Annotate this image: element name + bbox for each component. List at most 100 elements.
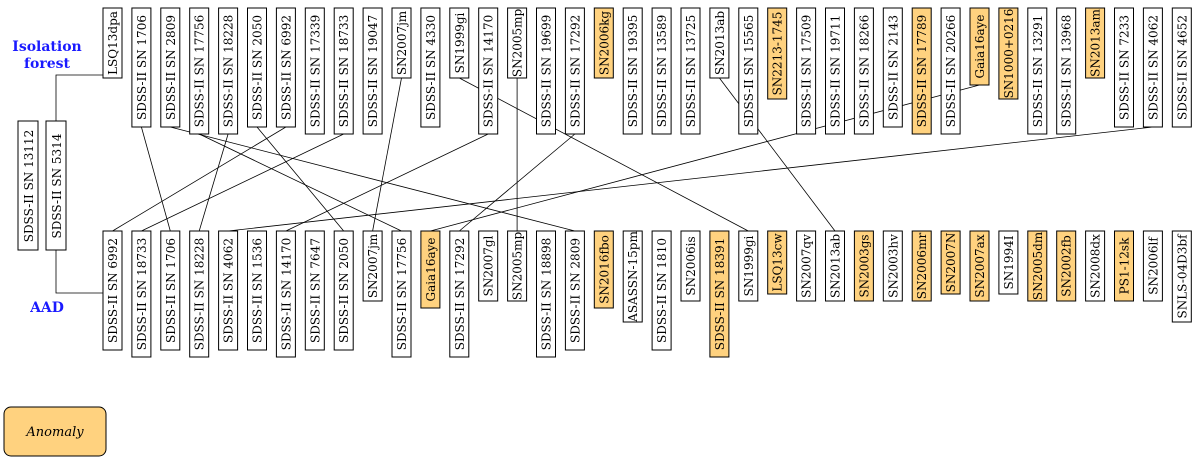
aad-box bbox=[564, 230, 585, 351]
aad-box bbox=[651, 230, 672, 351]
left-label-1: SDSS-II SN 13112 bbox=[22, 130, 36, 243]
isolation-forest-box bbox=[796, 7, 817, 135]
isolation-forest-box bbox=[189, 7, 210, 135]
isolation-forest-box bbox=[1171, 7, 1192, 128]
aad-label: SDSS-II SN 4062 bbox=[222, 238, 236, 343]
aad-label: SN2002fb bbox=[1060, 235, 1074, 297]
aad-label: SN2006mr bbox=[915, 233, 929, 300]
aad-box bbox=[131, 230, 152, 358]
aad-box bbox=[275, 230, 296, 358]
isolation-forest-box bbox=[998, 7, 1019, 100]
isolation-forest-label: SN2007jm bbox=[395, 10, 409, 75]
isolation-forest-box bbox=[593, 7, 614, 79]
isolation-forest-label: SDSS-II SN 19711 bbox=[829, 15, 843, 128]
isolation-forest-label: SDSS-II SN 19047 bbox=[366, 15, 380, 128]
isolation-forest-box bbox=[911, 7, 932, 135]
isolation-forest-item-sn1999gi: SN1999gi bbox=[449, 7, 470, 79]
isolation-forest-box bbox=[507, 7, 528, 79]
left-box-2 bbox=[45, 120, 67, 251]
isolation-forest-box bbox=[275, 7, 296, 128]
isolation-forest-label: SDSS-II SN 18266 bbox=[857, 15, 871, 128]
isolation-forest-box bbox=[564, 7, 585, 135]
isolation-forest-box bbox=[160, 7, 181, 128]
aad-box bbox=[507, 230, 528, 302]
aad-box bbox=[998, 230, 1019, 295]
isolation-forest-label: SDSS-II SN 18228 bbox=[222, 15, 236, 128]
bracket-top bbox=[55, 74, 103, 121]
aad-item-sn2006lf: SN2006lf bbox=[1142, 230, 1163, 302]
isolation-forest-item-sn2005mp: SN2005mp bbox=[507, 7, 528, 79]
aad-item-sdss-ii-sn-1536: SDSS-II SN 1536 bbox=[247, 230, 267, 351]
isolation-forest-box bbox=[102, 7, 123, 79]
aad-box bbox=[911, 230, 932, 302]
aad-item-sdss-ii-sn-1810: SDSS-II SN 1810 bbox=[651, 230, 672, 351]
aad-label: SDSS-II SN 6992 bbox=[106, 238, 120, 343]
aad-box bbox=[247, 230, 267, 351]
aad-item-sn2002fb: SN2002fb bbox=[1056, 230, 1077, 302]
isolation-forest-item-sdss-ii-sn-1706: SDSS-II SN 1706 bbox=[131, 7, 152, 128]
isolation-forest-label: SN1000+0216 bbox=[1002, 9, 1016, 99]
isolation-forest-item-sdss-ii-sn-17789: SDSS-II SN 17789 bbox=[911, 7, 932, 135]
aad-box bbox=[709, 230, 730, 358]
isolation-forest-item-sdss-ii-sn-19699: SDSS-II SN 19699 bbox=[536, 7, 556, 135]
isolation-forest-item-sdss-ii-sn-7233: SDSS-II SN 7233 bbox=[1114, 7, 1134, 128]
isolation-forest-label: SDSS-II SN 19699 bbox=[540, 15, 554, 128]
isolation-forest-label: SDSS-II SN 4652 bbox=[1175, 15, 1189, 120]
isolation-forest-box bbox=[218, 7, 239, 135]
isolation-forest-box bbox=[1027, 7, 1048, 135]
aad-box bbox=[1027, 230, 1048, 302]
connector-sdss-ii-sn-2809 bbox=[170, 126, 575, 232]
isolation-forest-item-sdss-ii-sn-13968: SDSS-II SN 13968 bbox=[1056, 7, 1077, 135]
isolation-forest-item-sdss-ii-sn-13291: SDSS-II SN 13291 bbox=[1027, 7, 1048, 135]
legend-anomaly-swatch bbox=[3, 406, 107, 457]
isolation-forest-box bbox=[651, 7, 672, 135]
aad-label: SN2003hv bbox=[886, 234, 900, 298]
aad-label: SN2005mp bbox=[511, 232, 525, 301]
aad-label: SN2007jm bbox=[366, 233, 380, 298]
aad-box bbox=[420, 230, 441, 309]
aad-item-sdss-ii-sn-18391: SDSS-II SN 18391 bbox=[709, 230, 730, 358]
isolation-forest-label: SDSS-II SN 13725 bbox=[684, 15, 698, 128]
isolation-forest-label: SDSS-II SN 17509 bbox=[800, 15, 814, 128]
isolation-forest-box bbox=[940, 7, 961, 135]
isolation-forest-item-sn2213-1745: SN2213-1745 bbox=[767, 7, 788, 100]
aad-item-snls-04d3bf: SNLS-04D3bf bbox=[1171, 230, 1192, 323]
aad-label: SN2007ax bbox=[973, 234, 987, 297]
connector-sn2007jm bbox=[372, 77, 402, 232]
isolation-forest-label: SDSS-II SN 13968 bbox=[1060, 15, 1074, 128]
isolation-forest-item-sdss-ii-sn-19711: SDSS-II SN 19711 bbox=[825, 7, 845, 135]
aad-item-sn2006is: SN2006is bbox=[680, 230, 701, 302]
aad-label: SDSS-II SN 2050 bbox=[337, 238, 351, 343]
isolation-forest-item-sdss-ii-sn-17509: SDSS-II SN 17509 bbox=[796, 7, 817, 135]
left-label-2: SDSS-II SN 5314 bbox=[50, 133, 64, 238]
isolation-forest-item-sdss-ii-sn-4330: SDSS-II SN 4330 bbox=[420, 7, 441, 128]
aad-box bbox=[362, 230, 383, 302]
aad-box bbox=[593, 230, 614, 309]
isolation-forest-box bbox=[333, 7, 354, 135]
isolation-forest-title-line1: Isolation bbox=[12, 39, 81, 55]
left-box-1 bbox=[17, 120, 39, 251]
aad-label: SDSS-II SN 1706 bbox=[164, 238, 178, 343]
aad-box bbox=[333, 230, 354, 351]
aad-item-sdss-ii-sn-2050: SDSS-II SN 2050 bbox=[333, 230, 354, 351]
isolation-forest-item-sdss-ii-sn-2809: SDSS-II SN 2809 bbox=[160, 7, 181, 128]
aad-item-sdss-ii-sn-18733: SDSS-II SN 18733 bbox=[131, 230, 152, 358]
connector-sdss-ii-sn-6992 bbox=[112, 126, 287, 232]
isolation-forest-label: SDSS-II SN 17292 bbox=[568, 15, 582, 128]
connector-sn2013ab bbox=[719, 77, 836, 232]
isolation-forest-box bbox=[1142, 7, 1163, 128]
aad-label: SDSS-II SN 18898 bbox=[540, 238, 554, 351]
isolation-forest-box bbox=[478, 7, 499, 135]
aad-label: SN1999gi bbox=[742, 235, 756, 296]
isolation-forest-label: SDSS-II SN 18733 bbox=[337, 15, 351, 128]
isolation-forest-label: SDSS-II SN 4062 bbox=[1146, 15, 1160, 120]
legend-anomaly-label: Anomaly bbox=[25, 425, 84, 440]
aad-label: SDSS-II SN 18733 bbox=[135, 238, 149, 351]
aad-item-sn2005dm: SN2005dm bbox=[1027, 230, 1048, 302]
aad-label: SDSS-II SN 17292 bbox=[453, 238, 467, 351]
isolation-forest-label: Gaia16aye bbox=[973, 14, 987, 78]
isolation-forest-label: SN2013ab bbox=[713, 11, 727, 75]
isolation-forest-label: SDSS-II SN 2809 bbox=[164, 15, 178, 120]
connector-sdss-ii-sn-17756 bbox=[199, 133, 402, 232]
isolation-forest-item-lsq13dpa: LSQ13dpa bbox=[102, 7, 123, 79]
